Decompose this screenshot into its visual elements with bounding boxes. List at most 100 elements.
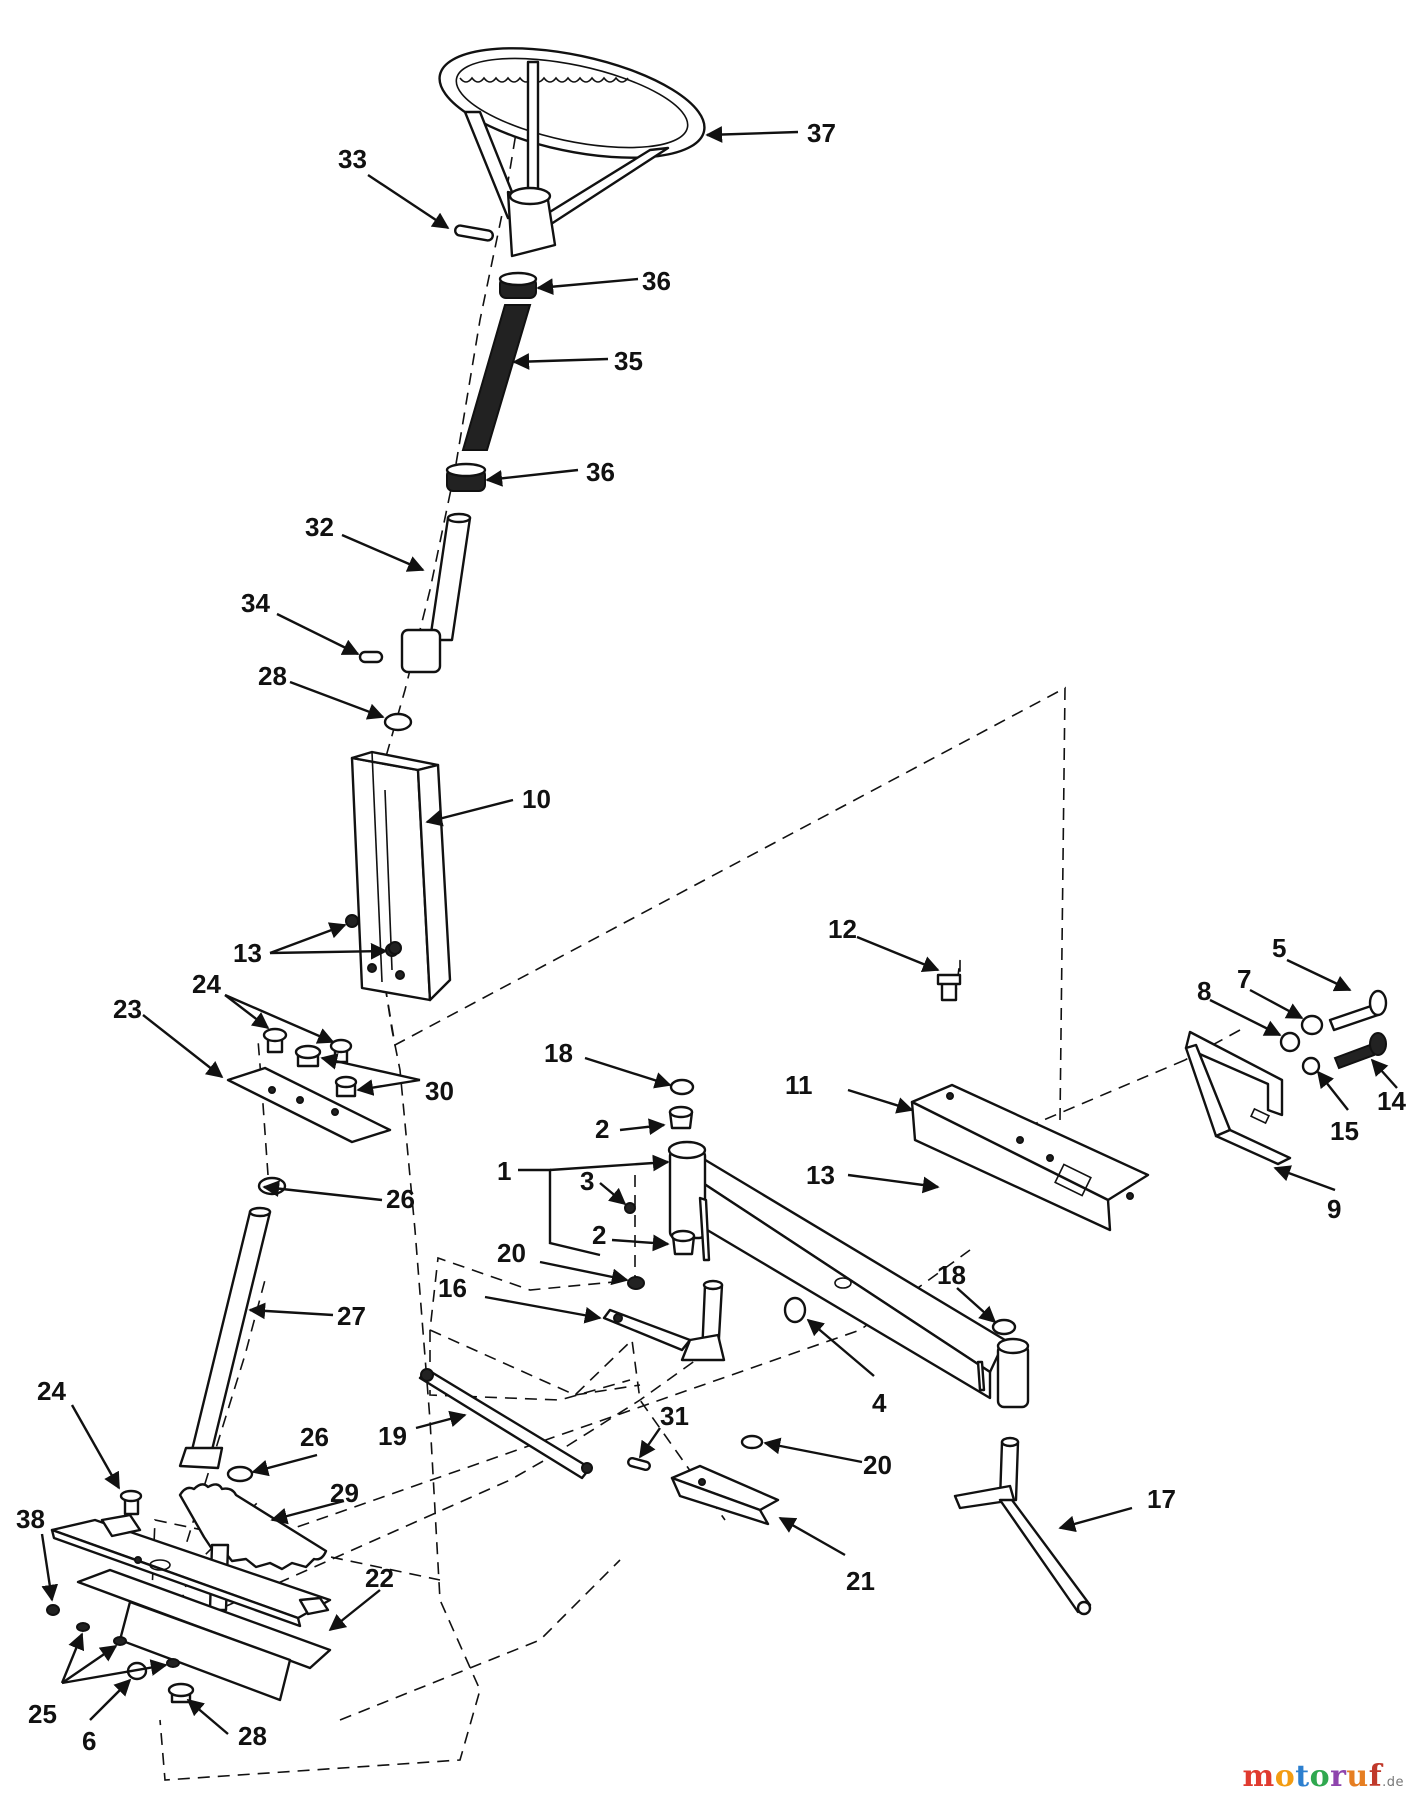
label-10: 10 [522,784,551,814]
label-29: 29 [330,1478,359,1508]
label-17: 17 [1147,1484,1176,1514]
nut-20-lower [740,1434,764,1450]
clamp-bracket [1184,1030,1292,1166]
label-9: 9 [1327,1194,1341,1224]
bushing-lower [445,462,487,492]
frame-plate [50,1513,332,1702]
roll-pin-upper [454,224,494,242]
label-24-lower: 24 [37,1376,66,1406]
roll-pin-lower [358,650,384,664]
label-36-upper: 36 [642,266,671,296]
label-6: 6 [82,1726,96,1756]
watermark-letter: r [1330,1759,1347,1794]
nut-18-lower [991,1318,1017,1336]
label-2-lower: 2 [592,1220,606,1250]
nut-25-c [166,1658,180,1668]
label-13-bracket: 13 [233,938,262,968]
watermark-letter: u [1346,1759,1369,1794]
washer-15 [1301,1056,1321,1076]
label-27: 27 [337,1301,366,1331]
watermark-logo: motoruf.de [1242,1759,1404,1794]
drag-link [418,1368,593,1480]
bolt-24-c [119,1489,143,1516]
part-labels: 37 33 36 35 36 32 34 28 10 13 12 5 7 8 1… [16,118,1406,1756]
label-1: 1 [497,1156,511,1186]
watermark-suffix: .de [1382,1775,1404,1790]
nut-bracket-a [345,914,359,928]
label-19: 19 [378,1421,407,1451]
label-15: 15 [1330,1116,1359,1146]
nut-18-upper [669,1078,695,1096]
label-28-lower: 28 [238,1721,267,1751]
front-axle [667,1140,1030,1409]
label-34: 34 [241,588,270,618]
spacer [783,1296,807,1324]
label-2-upper: 2 [595,1114,609,1144]
label-30: 30 [425,1076,454,1106]
nut-bracket-b [388,941,402,955]
bolt-24-b [329,1038,353,1064]
parts [46,47,1388,1704]
bolt-12 [936,973,962,1002]
watermark-letter: t [1295,1759,1310,1794]
label-33: 33 [338,144,367,174]
leader-arrows [40,126,1398,1735]
support-bracket [350,750,452,1002]
steering-wheel [438,47,706,258]
label-13-axle: 13 [806,1160,835,1190]
mount-plate [226,1066,392,1144]
watermark-letter: o [1309,1759,1331,1794]
label-22: 22 [365,1563,394,1593]
washer-26-upper [257,1176,287,1196]
nut-25-b [113,1636,127,1646]
nut-20-upper [627,1276,645,1290]
label-4: 4 [872,1388,887,1418]
washer-26-lower [226,1465,254,1483]
label-25: 25 [28,1699,57,1729]
flange-bushing-lower [167,1682,195,1704]
washer-7 [1300,1014,1324,1036]
label-5: 5 [1272,933,1286,963]
nut-8 [1279,1031,1301,1053]
label-31: 31 [660,1401,689,1431]
label-28-upper: 28 [258,661,287,691]
label-32: 32 [305,512,334,542]
label-24-upper: 24 [192,969,221,999]
assembly-guide-lines [149,77,1241,1781]
label-20-lower: 20 [863,1450,892,1480]
screw-38 [46,1604,60,1616]
nut-25-a [76,1622,90,1632]
label-37: 37 [807,118,836,148]
label-36-lower: 36 [586,457,615,487]
steering-shaft [400,512,472,674]
label-11: 11 [785,1070,813,1100]
label-26-lower: 26 [300,1422,329,1452]
label-21: 21 [846,1566,875,1596]
bushing-upper [498,271,538,299]
bolt-24-a [262,1027,288,1054]
spindle-right [953,1436,1092,1616]
label-3: 3 [580,1166,594,1196]
label-7: 7 [1237,964,1251,994]
label-26-upper: 26 [386,1184,415,1214]
bolt-14 [1333,1032,1387,1070]
label-8: 8 [1197,976,1211,1006]
label-38: 38 [16,1504,45,1534]
label-14: 14 [1377,1086,1406,1116]
flange-bushing-upper [383,712,413,732]
bolt-5 [1328,989,1388,1032]
watermark-letter: f [1368,1759,1383,1794]
steering-arm [670,1464,780,1526]
label-35: 35 [614,346,643,376]
pinion-shaft [178,1206,272,1470]
label-23: 23 [113,994,142,1024]
label-16: 16 [438,1273,467,1303]
bushing-2-lower [670,1229,696,1256]
nut-30-a [294,1044,322,1068]
roll-pin-31 [627,1456,651,1472]
steering-tube [461,304,532,451]
watermark-letter: m [1242,1759,1275,1794]
label-18-lower: 18 [937,1260,966,1290]
watermark-letter: o [1274,1759,1296,1794]
